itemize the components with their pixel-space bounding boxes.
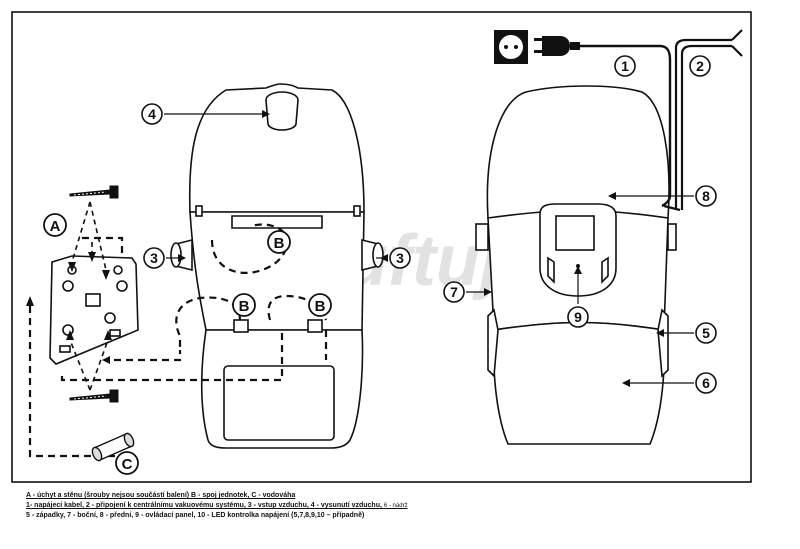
svg-text:4: 4 <box>148 106 156 122</box>
callout-9: 9 <box>567 306 589 328</box>
svg-text:A: A <box>50 218 61 235</box>
callout-4: 4 <box>141 103 163 125</box>
callout-1: 1 <box>614 55 636 77</box>
svg-text:9: 9 <box>574 309 582 325</box>
svg-text:B: B <box>239 298 250 315</box>
legend-line-1: A - úchyt a stěnu (šrouby nejsou součást… <box>26 492 296 499</box>
svg-text:6: 6 <box>702 375 710 391</box>
callout-2: 2 <box>689 55 711 77</box>
legend-caption: A - úchyt a stěnu (šrouby nejsou součást… <box>26 491 766 521</box>
power-plug-icon <box>494 30 580 64</box>
svg-text:7: 7 <box>450 284 458 300</box>
callout-3-left: 3 <box>143 247 165 269</box>
diagram-frame <box>11 11 752 483</box>
svg-text:3: 3 <box>150 250 158 266</box>
vacuum-pipe <box>663 29 743 212</box>
vacuum-unit-back <box>170 83 384 449</box>
callout-B-left: B <box>232 293 256 317</box>
legend-line-3: 5 - západky, 7 - boční, 8 - přední, 9 - … <box>26 512 365 519</box>
wall-bracket <box>49 255 139 365</box>
callout-A: A <box>43 213 67 237</box>
screw-bottom-icon <box>69 389 119 403</box>
callout-C: C <box>115 451 139 475</box>
callout-5: 5 <box>695 322 717 344</box>
svg-text:8: 8 <box>702 188 710 204</box>
callout-B-top: B <box>267 230 291 254</box>
svg-text:2: 2 <box>696 58 704 74</box>
svg-text:C: C <box>122 456 133 473</box>
dashed-arrows <box>69 201 109 391</box>
svg-text:B: B <box>274 235 285 252</box>
power-cable <box>580 44 672 208</box>
callout-B-right: B <box>308 293 332 317</box>
spirit-level-icon <box>91 432 135 462</box>
callout-7: 7 <box>443 281 465 303</box>
callout-3-right: 3 <box>389 247 411 269</box>
svg-text:5: 5 <box>702 325 710 341</box>
screw-top-icon <box>69 185 119 199</box>
svg-text:1: 1 <box>621 58 629 74</box>
legend-line-2-text: 1- napájecí kabel, 2 - připojení k centr… <box>26 502 382 509</box>
svg-text:B: B <box>315 298 326 315</box>
legend-line-2-small: 6 - nádrž <box>383 503 408 509</box>
callout-8: 8 <box>695 185 717 207</box>
arrow-heads <box>26 252 112 364</box>
legend-line-2: 1- napájecí kabel, 2 - připojení k centr… <box>26 501 766 511</box>
vacuum-unit-front <box>475 85 677 445</box>
svg-text:3: 3 <box>396 250 404 266</box>
leader-arrowheads <box>178 110 664 387</box>
callout-6: 6 <box>695 372 717 394</box>
